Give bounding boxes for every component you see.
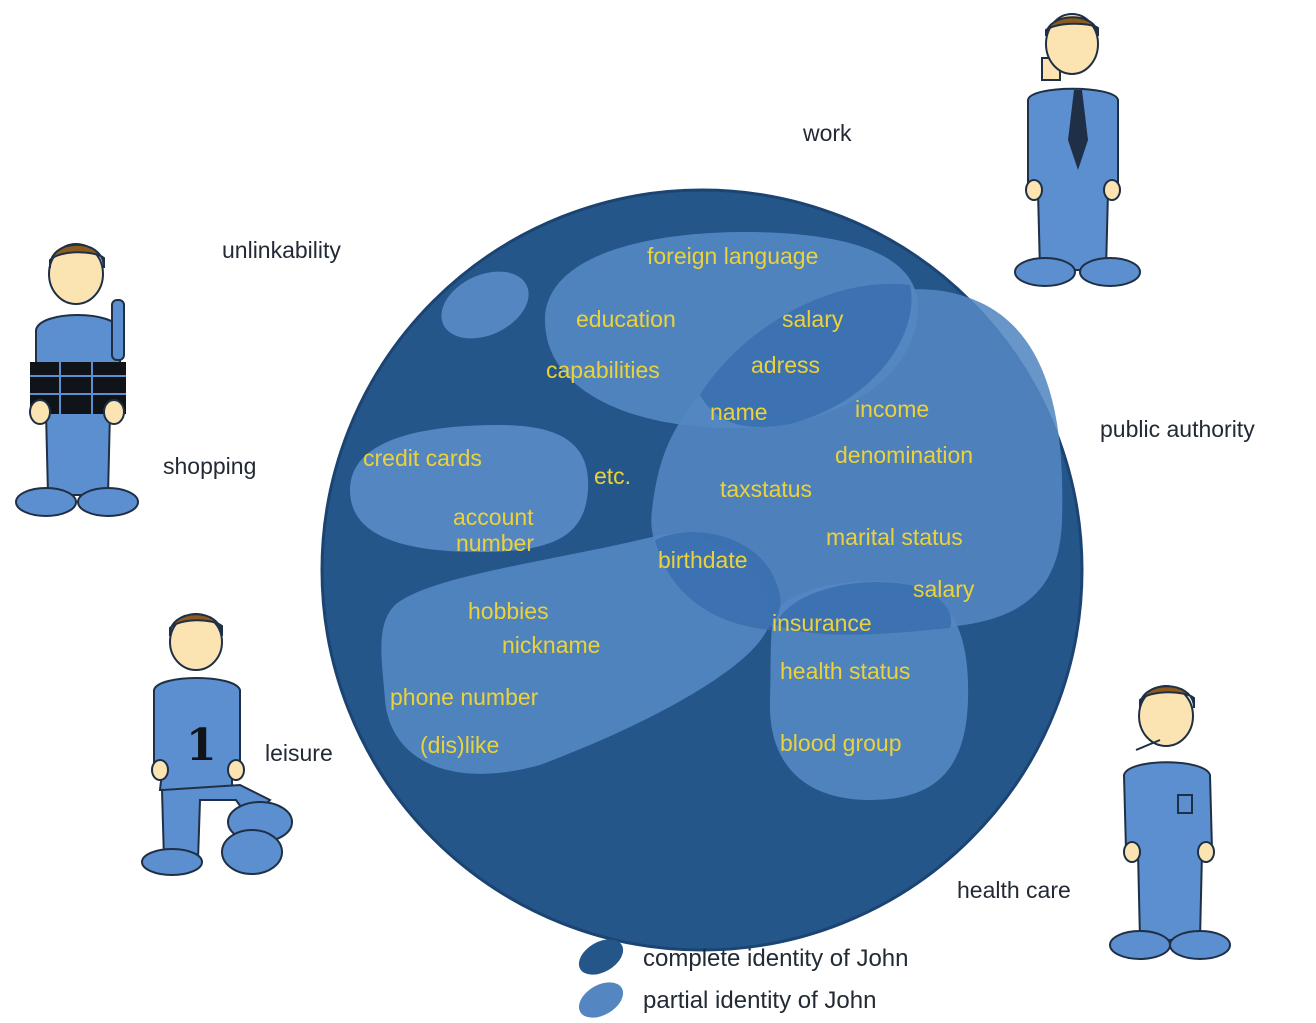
- attr-health-status: health status: [780, 658, 910, 684]
- attr-foreign-language: foreign language: [647, 243, 818, 269]
- attr-income: income: [855, 396, 929, 422]
- context-unlinkability: unlinkability: [222, 237, 341, 263]
- attr-capabilities: capabilities: [546, 357, 660, 383]
- attr-taxstatus: taxstatus: [720, 476, 812, 502]
- person-work: [1014, 13, 1141, 287]
- attr-etc: etc.: [594, 463, 631, 489]
- legend-complete-label: complete identity of John: [643, 945, 909, 972]
- attr-salary-top: salary: [782, 306, 844, 332]
- attr-account: account: [453, 504, 534, 530]
- attr-denomination: denomination: [835, 442, 973, 468]
- legend-complete-swatch: [578, 939, 624, 975]
- attr-name: name: [710, 399, 768, 425]
- overlap-work-authority: [700, 283, 912, 427]
- context-leisure: leisure: [265, 740, 333, 766]
- context-shopping: shopping: [163, 453, 257, 479]
- partial-identity-leisure: [381, 533, 771, 774]
- attr-salary-right: salary: [913, 576, 975, 602]
- attr-credit-cards: credit cards: [363, 445, 482, 471]
- context-health-care: health care: [957, 877, 1071, 903]
- person-leisure: 1: [141, 613, 293, 876]
- person-health-care: [1109, 685, 1231, 960]
- attr-dislike: (dis)like: [420, 732, 499, 758]
- attr-education: education: [576, 306, 676, 332]
- overlap-leisure-authority: [655, 532, 781, 630]
- person-shopping: [15, 243, 139, 517]
- legend-partial-label: partial identity of John: [643, 987, 877, 1014]
- attr-insurance: insurance: [772, 610, 872, 636]
- attr-marital-status: marital status: [826, 524, 963, 550]
- overlap-health-authority: [775, 581, 952, 635]
- partial-identity-health-care: [769, 581, 969, 800]
- jersey-number: 1: [186, 720, 217, 771]
- attr-birthdate: birthdate: [658, 547, 748, 573]
- legend-partial-swatch: [578, 982, 624, 1018]
- context-work: work: [803, 120, 852, 146]
- attr-nickname: nickname: [502, 632, 600, 658]
- attr-phone-number: phone number: [390, 684, 539, 710]
- attr-hobbies: hobbies: [468, 598, 549, 624]
- attr-number: number: [456, 530, 534, 556]
- attr-blood-group: blood group: [780, 730, 902, 756]
- context-public-authority: public authority: [1100, 416, 1255, 442]
- attr-adress: adress: [751, 352, 820, 378]
- partial-identity-shopping: [350, 425, 589, 552]
- unlinkability-blob: [441, 271, 529, 339]
